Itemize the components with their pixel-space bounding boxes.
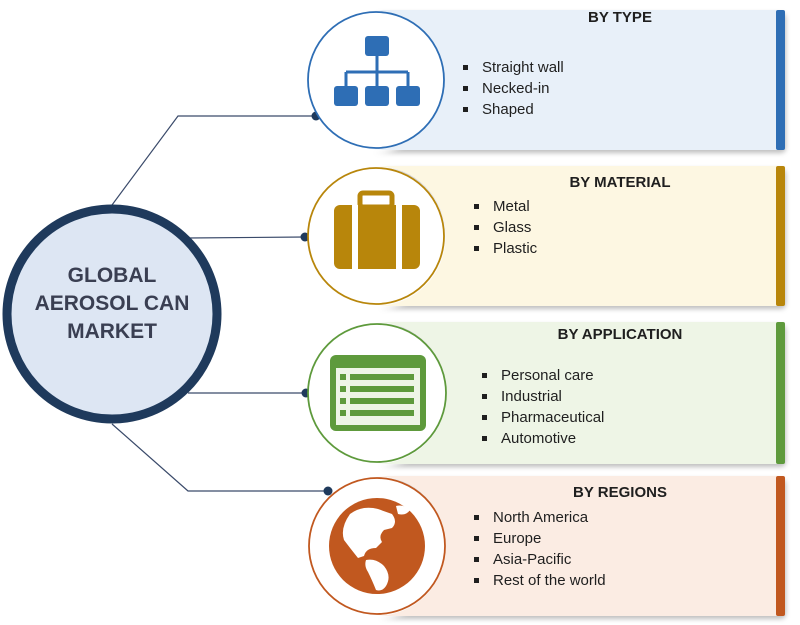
list-item: Metal xyxy=(473,196,537,217)
panel-accent-material xyxy=(776,166,785,306)
list-item: Glass xyxy=(473,217,537,238)
segment-list-regions: North America Europe Asia-Pacific Rest o… xyxy=(473,507,606,591)
hub-title-line-1: GLOBAL xyxy=(67,264,157,287)
list-item: Europe xyxy=(473,528,606,549)
segment-list-application: Personal care Industrial Pharmaceutical … xyxy=(481,365,604,449)
list-item: Shaped xyxy=(462,99,564,120)
segment-panel-material xyxy=(307,166,785,306)
list-item: Plastic xyxy=(473,238,537,259)
list-item: Automotive xyxy=(481,428,604,449)
segment-list-type: Straight wall Necked-in Shaped xyxy=(462,57,564,120)
list-item: Straight wall xyxy=(462,57,564,78)
list-item: North America xyxy=(473,507,606,528)
list-item: Industrial xyxy=(481,386,604,407)
briefcase-icon xyxy=(334,190,420,269)
connector-regions xyxy=(111,423,328,492)
list-item: Rest of the world xyxy=(473,570,606,591)
segment-panel-application xyxy=(307,322,785,464)
segment-panel-type xyxy=(307,10,785,150)
segment-title-application: BY APPLICATION xyxy=(557,326,683,343)
panel-shape-material xyxy=(376,166,784,306)
segment-title-material: BY MATERIAL xyxy=(569,174,671,191)
list-item: Personal care xyxy=(481,365,604,386)
hub-title: GLOBAL AEROSOL CAN MARKET xyxy=(22,262,202,346)
globe-icon xyxy=(329,498,425,594)
hub-circle xyxy=(2,204,222,424)
connector-dot-regions xyxy=(323,486,333,496)
list-item: Necked-in xyxy=(462,78,564,99)
panel-shape-application xyxy=(376,322,784,464)
panel-accent-regions xyxy=(776,476,785,616)
panel-accent-application xyxy=(776,322,785,464)
segment-list-material: Metal Glass Plastic xyxy=(473,196,537,259)
connector-material xyxy=(187,236,306,239)
segment-title-regions: BY REGIONS xyxy=(573,484,667,501)
list-icon xyxy=(330,355,426,431)
hub-title-line-3: MARKET xyxy=(67,320,157,343)
panel-shape-type xyxy=(372,10,784,150)
list-item: Pharmaceutical xyxy=(481,407,604,428)
panel-accent-type xyxy=(776,10,785,150)
hierarchy-icon xyxy=(334,36,420,106)
connector-type xyxy=(111,115,316,206)
central-hub xyxy=(2,204,222,424)
segment-title-type: BY TYPE xyxy=(588,9,652,26)
hub-title-line-2: AEROSOL CAN xyxy=(34,292,190,315)
list-item: Asia-Pacific xyxy=(473,549,606,570)
